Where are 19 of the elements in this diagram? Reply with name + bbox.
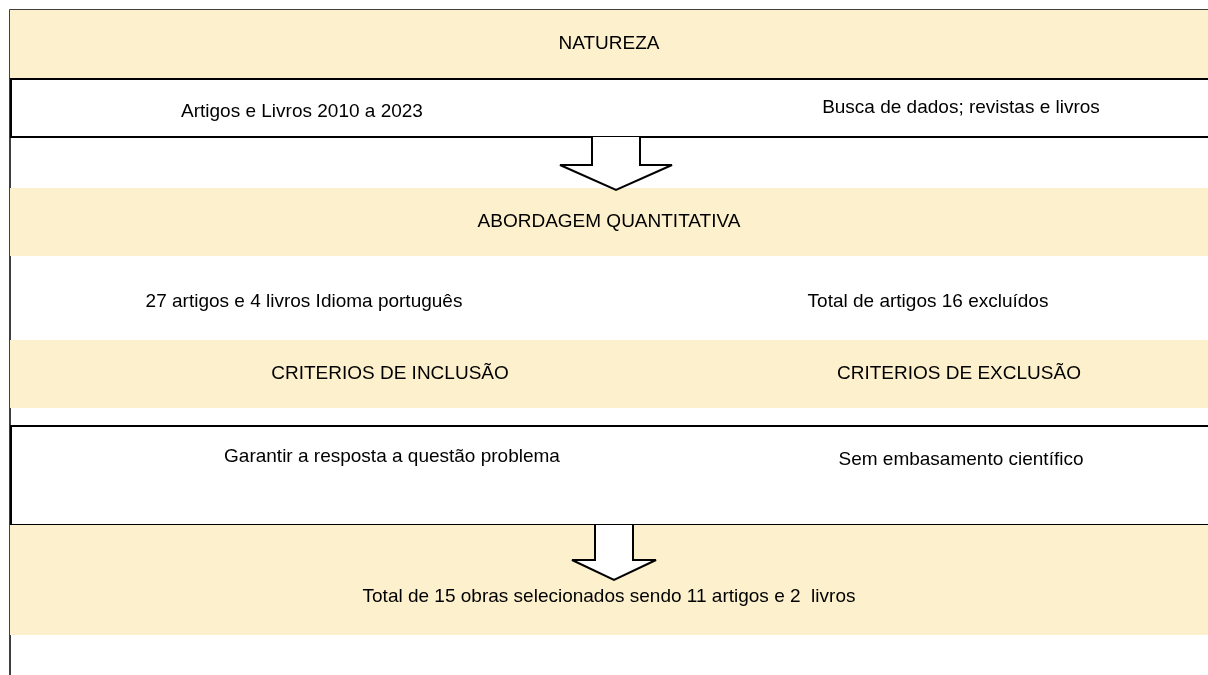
item-text: Garantir a resposta a questão problema bbox=[223, 445, 561, 467]
section-heading: CRITERIOS DE EXCLUSÃO bbox=[836, 362, 1082, 384]
item-text: Artigos e Livros 2010 a 2023 bbox=[180, 100, 424, 122]
item-text: Sem embasamento científico bbox=[837, 448, 1085, 470]
item-text: Total de artigos 16 excluídos bbox=[806, 290, 1050, 312]
section-heading: CRITERIOS DE INCLUSÃO bbox=[270, 362, 510, 384]
block-arrow bbox=[559, 136, 673, 192]
section-band bbox=[10, 340, 1208, 408]
section-heading: NATUREZA bbox=[557, 32, 661, 54]
section-heading: Total de 15 obras selecionados sendo 11 artigos e 2 livros bbox=[361, 585, 857, 607]
block-arrow bbox=[571, 524, 657, 582]
section-band bbox=[10, 525, 1208, 635]
section-band bbox=[10, 10, 1208, 78]
section-heading: ABORDAGEM QUANTITATIVA bbox=[476, 210, 742, 232]
info-box bbox=[10, 425, 1208, 526]
section-band bbox=[10, 188, 1208, 256]
item-text: 27 artigos e 4 livros Idioma português bbox=[144, 290, 464, 312]
info-box bbox=[10, 78, 1208, 138]
item-text: Busca de dados; revistas e livros bbox=[821, 96, 1101, 118]
